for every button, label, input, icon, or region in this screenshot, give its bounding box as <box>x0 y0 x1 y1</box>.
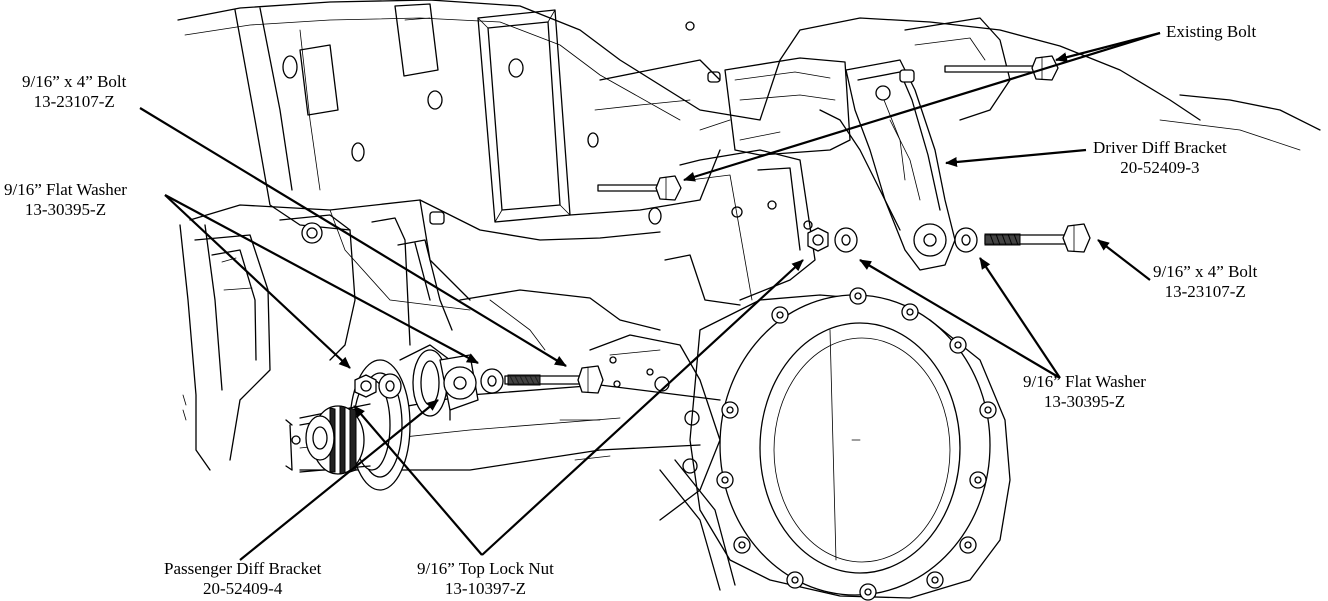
callout-line: Driver Diff Bracket <box>1093 138 1227 157</box>
callout-washer-left: 9/16” Flat Washer 13-30395-Z <box>4 180 127 220</box>
callout-part-number: 20-52409-3 <box>1120 158 1200 177</box>
callout-line: Passenger Diff Bracket <box>164 559 322 578</box>
callout-line: 9/16” x 4” Bolt <box>1153 262 1258 281</box>
callout-part-number: 13-23107-Z <box>33 92 115 111</box>
callout-bolt-right: 9/16” x 4” Bolt 13-23107-Z <box>1153 262 1257 302</box>
callout-washer-right: 9/16” Flat Washer 13-30395-Z <box>1023 372 1146 412</box>
callout-bolt-left: 9/16” x 4” Bolt 13-23107-Z <box>22 72 126 112</box>
passenger-bracket-hardware <box>354 354 604 411</box>
driver-bracket-hardware <box>597 55 1091 253</box>
callout-part-number: 13-10397-Z <box>444 579 527 598</box>
callout-line: 9/16” Flat Washer <box>1023 372 1146 391</box>
leader-lines <box>139 31 1161 561</box>
callout-line: 9/16” x 4” Bolt <box>22 72 127 91</box>
callout-line: 9/16” Top Lock Nut <box>417 559 554 578</box>
callout-part-number: 13-30395-Z <box>1043 392 1126 411</box>
callout-driver-diff-bracket: Driver Diff Bracket 20-52409-3 <box>1093 138 1227 178</box>
callout-part-number: 13-30395-Z <box>24 200 107 219</box>
callout-line: 9/16” Flat Washer <box>4 180 127 199</box>
driver-diff-bracket-drawing <box>594 17 1011 306</box>
callout-top-lock-nut: 9/16” Top Lock Nut 13-10397-Z <box>417 559 554 599</box>
callout-part-number: 20-52409-4 <box>203 579 283 598</box>
cover-bolts <box>716 287 997 601</box>
callout-line: Existing Bolt <box>1166 22 1257 41</box>
frame-structure <box>177 0 1321 471</box>
axle-seal <box>285 344 451 491</box>
callout-passenger-diff-bracket: Passenger Diff Bracket 20-52409-4 <box>164 559 321 599</box>
callout-existing-bolt: Existing Bolt <box>1166 22 1256 42</box>
callout-part-number: 13-23107-Z <box>1164 282 1246 301</box>
